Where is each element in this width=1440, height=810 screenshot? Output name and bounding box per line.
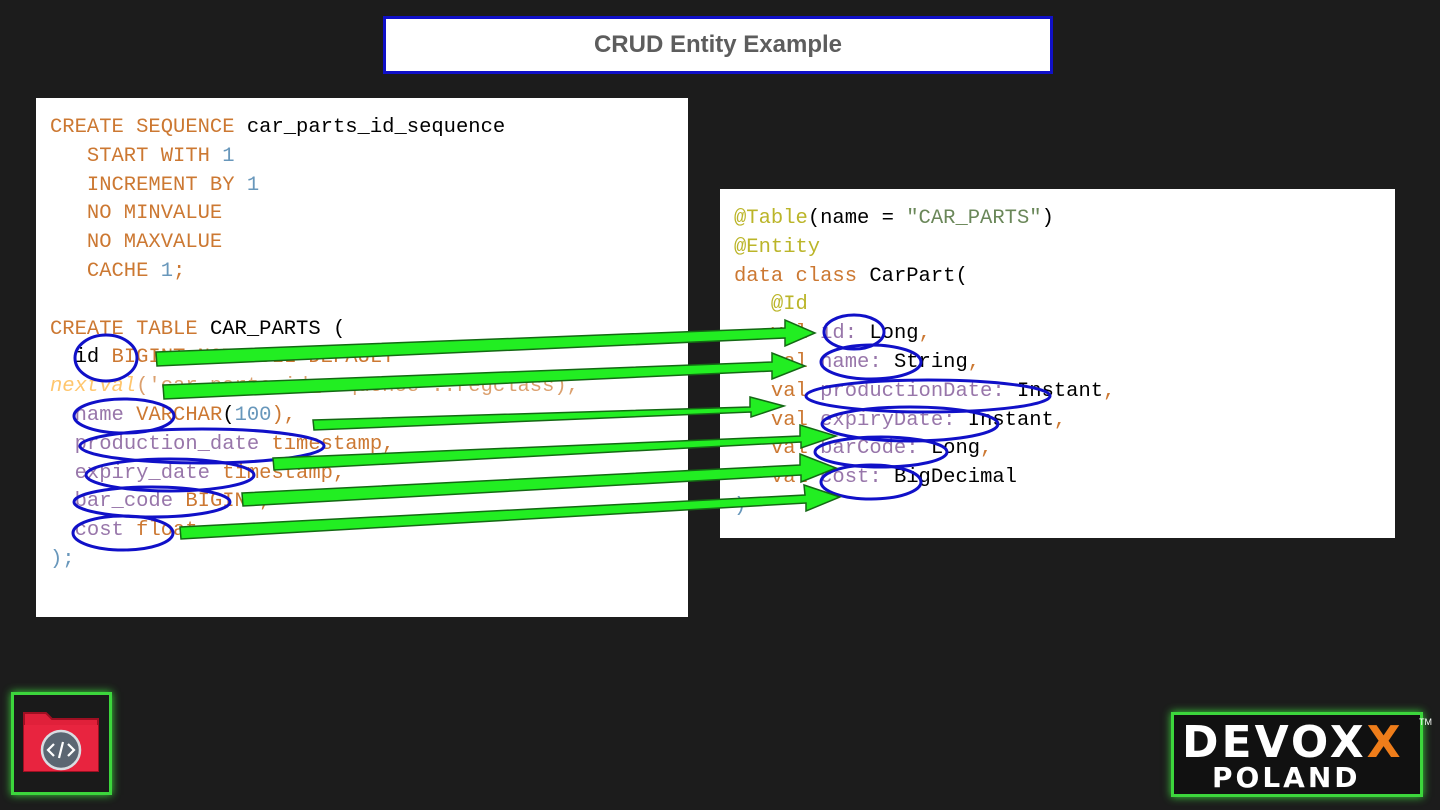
sql-line-8: CREATE TABLE CAR_PARTS ( xyxy=(50,317,346,341)
sql-line-5: NO MAXVALUE xyxy=(86,231,223,255)
sql-line-11: name VARCHAR(100), xyxy=(74,403,297,427)
sql-line-14: bar_code BIGINT, xyxy=(74,490,272,514)
code-folder-icon xyxy=(23,712,99,772)
kotlin-code: @Table(name = "CAR_PARTS") @Entity data … xyxy=(734,205,1115,522)
kt-line-1: @Table(name = "CAR_PARTS") xyxy=(734,207,1054,230)
kt-line-2: @Entity xyxy=(734,235,821,259)
devoxx-poland-logo: DEVOXX POLAND TM xyxy=(1171,712,1432,797)
kt-line-11: ) xyxy=(734,494,747,518)
devoxx-wordmark: DEVOXX xyxy=(1182,717,1404,768)
sql-line-4: NO MINVALUE xyxy=(86,202,223,226)
devoxx-folder-logo xyxy=(11,692,112,795)
slide-title-box: CRUD Entity Example xyxy=(383,16,1053,74)
sql-code: CREATE SEQUENCE car_parts_id_sequence ST… xyxy=(50,114,579,575)
sql-line-6: CACHE 1; xyxy=(86,259,186,283)
sql-line-15: cost float xyxy=(74,519,198,543)
sql-line-1: CREATE SEQUENCE car_parts_id_sequence xyxy=(50,116,506,139)
poland-wordmark: POLAND xyxy=(1212,761,1361,794)
kt-line-3: data class CarPart( xyxy=(734,264,968,288)
kt-line-4: @Id xyxy=(770,293,808,317)
sql-line-10: nextval('car_parts_id_sequence'::regclas… xyxy=(50,375,579,399)
sql-line-3: INCREMENT BY 1 xyxy=(86,173,260,197)
kt-line-9: val barCode: Long, xyxy=(770,437,993,461)
sql-line-9: id BIGINT NOT NULL DEFAULT xyxy=(74,346,395,370)
kt-line-6: val name: String, xyxy=(770,350,981,374)
kotlin-code-panel: @Table(name = "CAR_PARTS") @Entity data … xyxy=(720,189,1395,538)
sql-line-12: production_date timestamp, xyxy=(74,432,395,456)
kt-line-10: val cost: BigDecimal xyxy=(770,466,1017,490)
sql-line-2: START WITH 1 xyxy=(86,144,235,168)
sql-code-panel: CREATE SEQUENCE car_parts_id_sequence ST… xyxy=(36,98,688,617)
kt-line-7: val productionDate: Instant, xyxy=(770,379,1116,403)
sql-line-16: ); xyxy=(50,547,75,571)
trademark-mark: TM xyxy=(1419,717,1432,727)
kt-line-5: val id: Long, xyxy=(770,322,931,346)
slide-title: CRUD Entity Example xyxy=(593,31,843,58)
sql-line-13: expiry_date timestamp, xyxy=(74,461,346,485)
kt-line-8: val expiryDate: Instant, xyxy=(770,408,1067,432)
